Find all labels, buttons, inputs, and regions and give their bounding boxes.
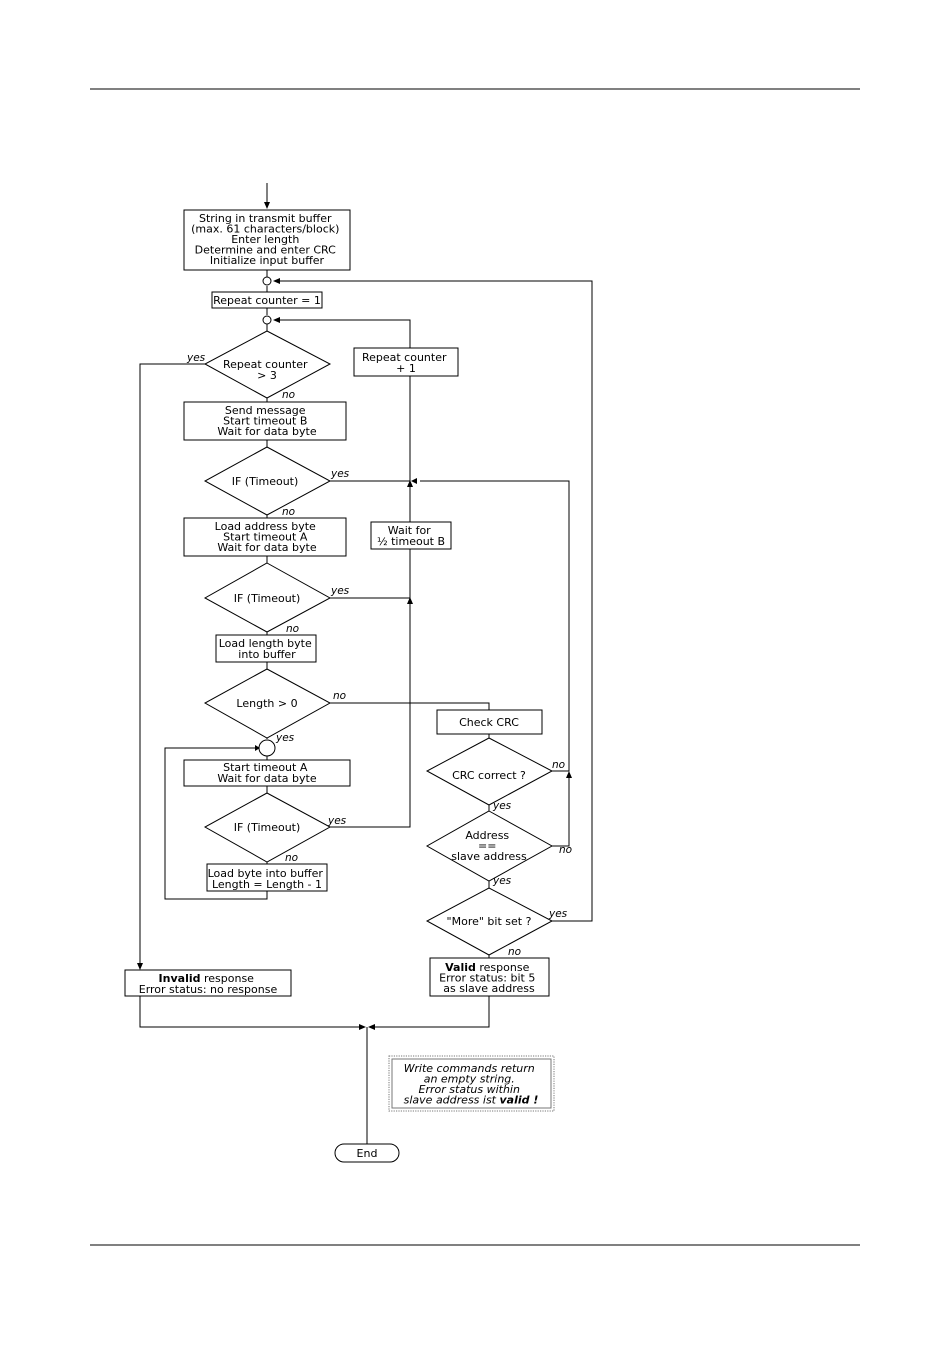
loop-junction-circle: [258, 739, 276, 757]
length-check-diamond: [203, 668, 332, 739]
start-box-text: String in transmit buffer (max. 61 chara…: [191, 212, 343, 267]
connector-lines: [139, 183, 593, 1144]
yes-label: yes: [186, 352, 206, 364]
length-check-text: Length > 0: [236, 697, 297, 710]
address-check-diamond: [425, 810, 554, 882]
note-text: Write commands return an empty string. E…: [404, 1062, 539, 1107]
no-label: no: [333, 690, 346, 702]
branch-labels: yes no yes no yes no no yes no yes yes n…: [186, 352, 572, 958]
repeat-increment-box: [353, 347, 459, 377]
yes-label: yes: [275, 732, 295, 744]
start-timeout-a-box: [183, 759, 351, 787]
repeat-check-diamond: [203, 330, 332, 399]
yes-label: yes: [330, 585, 350, 597]
load-address-box: [183, 517, 347, 557]
invalid-response-box: [124, 969, 292, 997]
timeout-check-1-diamond: [203, 446, 332, 516]
timeout-check-3-text: IF (Timeout): [234, 821, 301, 834]
note-frame: [388, 1055, 555, 1112]
yes-label: yes: [330, 468, 350, 480]
no-label: no: [559, 844, 572, 856]
yes-label: yes: [327, 815, 347, 827]
load-length-box: [215, 634, 317, 663]
repeat-init-box: [211, 291, 323, 309]
repeat-init-text: Repeat counter = 1: [213, 294, 321, 307]
junction-circle: [262, 276, 272, 286]
end-text: End: [357, 1147, 378, 1160]
no-label: no: [282, 389, 295, 401]
more-bit-check-text: "More" bit set ?: [447, 915, 532, 928]
address-check-text: Address == slave address: [451, 829, 527, 863]
no-label: no: [286, 623, 299, 635]
end-terminator: [334, 1143, 400, 1163]
timeout-check-3-diamond: [203, 792, 332, 863]
junction-circle: [262, 315, 272, 325]
yes-label: yes: [548, 908, 568, 920]
send-box: [183, 401, 347, 441]
no-label: no: [282, 506, 295, 518]
invalid-response-text: Invalid response Error status: no respon…: [139, 972, 278, 996]
timeout-check-2-text: IF (Timeout): [234, 592, 301, 605]
no-label: no: [552, 759, 565, 771]
wait-half-box: [370, 521, 452, 550]
timeout-check-2-diamond: [203, 562, 332, 633]
crc-check-diamond: [425, 737, 554, 806]
start-timeout-a-text: Start timeout A Wait for data byte: [217, 761, 316, 785]
timeout-check-1-text: IF (Timeout): [232, 475, 299, 488]
load-length-text: Load length byte into buffer: [219, 637, 316, 661]
no-label: no: [508, 946, 521, 958]
valid-response-box: [429, 957, 550, 997]
repeat-increment-text: Repeat counter + 1: [362, 351, 450, 375]
start-box: [183, 209, 351, 271]
check-crc-box: [436, 709, 543, 735]
crc-check-text: CRC correct ?: [452, 769, 526, 782]
repeat-check-text: Repeat counter > 3: [223, 358, 311, 382]
more-bit-check-diamond: [425, 887, 554, 956]
load-byte-box: [206, 863, 328, 892]
wait-half-text: Wait for ½ timeout B: [377, 524, 445, 548]
valid-response-text: Valid response Error status: bit 5 as sl…: [439, 961, 539, 995]
yes-label: yes: [492, 875, 512, 887]
load-byte-text: Load byte into buffer Length = Length - …: [208, 867, 327, 891]
check-crc-text: Check CRC: [459, 716, 519, 729]
arrowheads: [137, 202, 572, 1030]
yes-label: yes: [492, 800, 512, 812]
load-address-text: Load address byte Start timeout A Wait f…: [215, 520, 320, 554]
no-label: no: [285, 852, 298, 864]
send-box-text: Send message Start timeout B Wait for da…: [217, 404, 316, 438]
